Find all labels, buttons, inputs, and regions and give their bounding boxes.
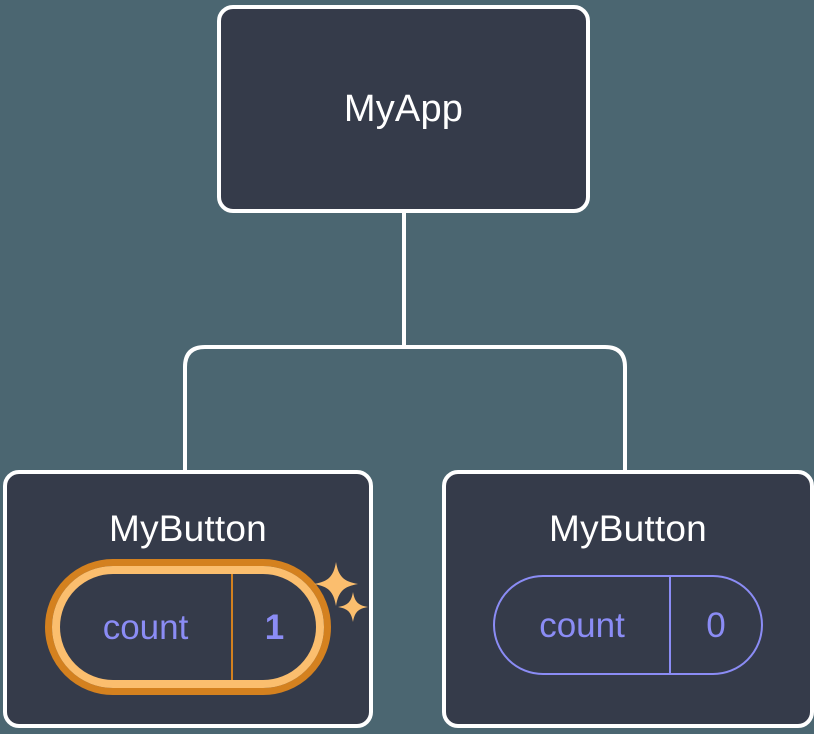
node-myapp[interactable]: MyApp bbox=[217, 5, 590, 213]
connector-child-bus bbox=[183, 345, 627, 470]
state-value-left: 1 bbox=[231, 574, 316, 680]
state-pill-left[interactable]: count 1 bbox=[52, 566, 324, 688]
state-key-left: count bbox=[102, 607, 189, 647]
state-pill-left-wrap[interactable]: count 1 bbox=[45, 559, 331, 695]
state-value-right: 0 bbox=[669, 577, 761, 673]
node-myapp-label: MyApp bbox=[343, 88, 464, 130]
state-pill-right[interactable]: count 0 bbox=[493, 575, 763, 675]
node-mybutton-right[interactable]: MyButton count 0 bbox=[442, 470, 814, 728]
node-mybutton-right-label: MyButton bbox=[549, 508, 707, 549]
node-mybutton-left[interactable]: MyButton count 1 bbox=[3, 470, 373, 728]
node-mybutton-left-label: MyButton bbox=[109, 508, 267, 549]
state-key-right: count bbox=[539, 605, 625, 645]
state-pill-left-outer-ring bbox=[45, 559, 331, 695]
